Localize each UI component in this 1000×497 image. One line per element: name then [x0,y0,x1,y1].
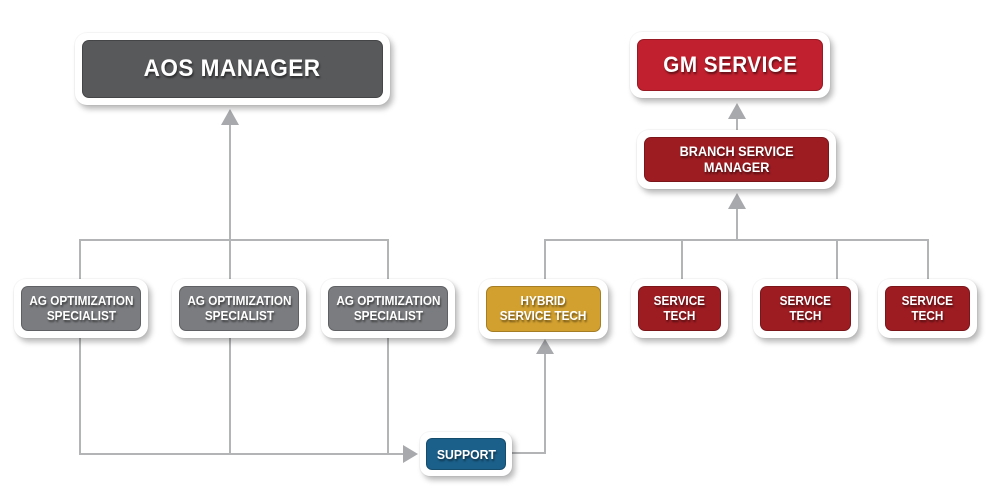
node-label-text: MANAGER [703,159,770,175]
edge-branch-to-gm [728,103,746,131]
edge-specialists-to-aos-manager [221,109,239,240]
node-label-text: HYBRID [520,294,567,308]
edge-techs-to-branch [728,193,746,240]
node-support-core: SUPPORT [426,438,506,470]
node-label: BRANCH SERVICE MANAGER [679,144,793,176]
node-service-tech-1: SERVICE TECH [631,279,728,338]
node-label-text: SPECIALIST [353,308,423,323]
arrowhead-up-icon [536,339,554,354]
node-service-tech-2-core: SERVICE TECH [760,286,851,331]
node-label-text: SPECIALIST [204,308,274,323]
node-label-text: SERVICE [779,293,832,308]
node-label: SUPPORT [436,447,495,462]
node-aos-manager-core: AOS MANAGER [82,40,383,98]
node-ag-optimization-specialist-1-core: AG OPTIMIZATION SPECIALIST [21,286,141,331]
node-label: GM SERVICE [663,52,797,78]
node-hybrid-service-tech-core: HYBRID SERVICE TECH [486,286,601,332]
node-gm-service-core: GM SERVICE [637,39,823,91]
edge-techs-bus [544,239,929,279]
node-aos-manager: AOS MANAGER [75,33,390,105]
edge-specialists-bus [79,239,389,280]
node-label: AOS MANAGER [144,55,321,83]
node-branch-service-manager: BRANCH SERVICE MANAGER [637,130,836,189]
node-ag-optimization-specialist-3: AG OPTIMIZATION SPECIALIST [321,279,455,338]
node-label-text: AG OPTIMIZATION [28,293,134,308]
node-label-text: AOS MANAGER [144,55,321,82]
node-ag-optimization-specialist-2: AG OPTIMIZATION SPECIALIST [172,279,306,338]
node-branch-service-manager-core: BRANCH SERVICE MANAGER [644,137,829,182]
node-label: SERVICE TECH [654,294,705,324]
node-service-tech-2: SERVICE TECH [753,279,858,338]
arrowhead-up-icon [728,103,746,119]
node-service-tech-3-core: SERVICE TECH [885,286,970,331]
edge-support-to-hybrid [511,339,554,454]
arrowhead-up-icon [728,193,746,209]
node-label: AG OPTIMIZATION SPECIALIST [29,294,133,324]
node-service-tech-1-core: SERVICE TECH [638,286,721,331]
node-label-text: TECH [789,308,822,323]
node-label-text: AG OPTIMIZATION [186,293,292,308]
node-label: SERVICE TECH [780,294,831,324]
node-gm-service: GM SERVICE [630,32,830,98]
node-label-text: SUPPORT [436,446,496,462]
node-label-text: SERVICE [653,293,706,308]
node-ag-optimization-specialist-3-core: AG OPTIMIZATION SPECIALIST [328,286,448,331]
node-support: SUPPORT [420,432,512,476]
node-label: SERVICE TECH [902,294,953,324]
node-label-text: SERVICE TECH [500,309,587,323]
arrowhead-right-icon [403,445,418,463]
node-label-text: TECH [663,308,696,323]
node-label-text: SERVICE [901,293,954,308]
node-label: HYBRID SERVICE TECH [500,294,587,324]
node-label-text: AG OPTIMIZATION [335,293,441,308]
node-label-text: GM SERVICE [662,52,798,77]
node-label: AG OPTIMIZATION SPECIALIST [187,294,291,324]
node-label-text: BRANCH SERVICE [679,143,794,159]
edge-specialists-to-support [79,337,418,463]
node-label-text: TECH [911,308,944,323]
node-ag-optimization-specialist-1: AG OPTIMIZATION SPECIALIST [14,279,148,338]
node-label-text: SPECIALIST [46,308,116,323]
node-hybrid-service-tech: HYBRID SERVICE TECH [479,279,608,339]
node-ag-optimization-specialist-2-core: AG OPTIMIZATION SPECIALIST [179,286,299,331]
node-label: AG OPTIMIZATION SPECIALIST [336,294,440,324]
node-service-tech-3: SERVICE TECH [878,279,977,338]
arrowhead-up-icon [221,109,239,125]
